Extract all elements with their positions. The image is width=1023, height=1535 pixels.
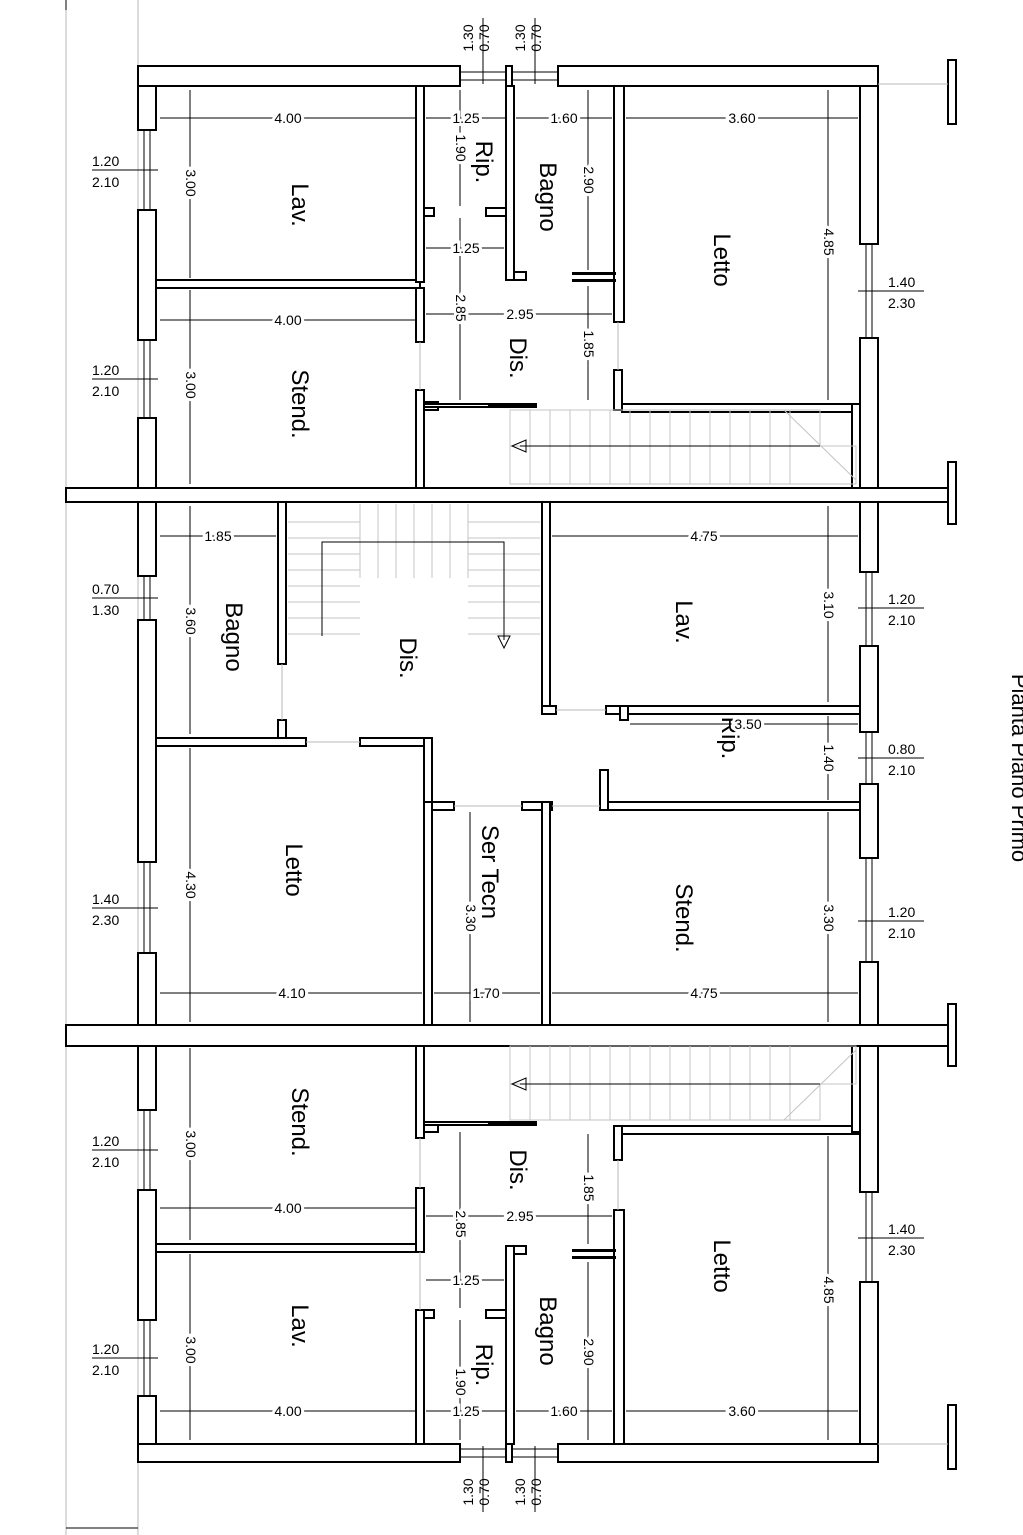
dim-label: 3.50 [734, 716, 761, 732]
opening-label: 1.30 [92, 602, 119, 618]
dim-label: 3.10 [821, 591, 837, 618]
room-label-rip: Rip. [716, 717, 743, 760]
dim-label: 2.85 [453, 294, 469, 321]
dim-label: 4.10 [278, 985, 305, 1001]
dim-label: 3.60 [728, 1403, 755, 1419]
dim-label: 4.30 [183, 871, 199, 898]
dim-label: 4.00 [274, 312, 301, 328]
room-label-letto: Letto [280, 843, 307, 896]
opening-label: 2.10 [888, 612, 915, 628]
stairs [288, 409, 857, 1121]
dim-label: 1.70 [472, 985, 499, 1001]
opening-label: 1.20 [92, 1341, 119, 1357]
room-label-letto: Letto [708, 1239, 735, 1292]
dim-label: 1.25 [452, 110, 479, 126]
door-openings [281, 322, 619, 1310]
opening-label: 2.10 [888, 762, 915, 778]
dim-label: 4.00 [274, 1403, 301, 1419]
dim-label: 4.75 [690, 528, 717, 544]
dim-label: 4.75 [690, 985, 717, 1001]
opening-label: 0.70 [92, 581, 119, 597]
opening-label: 0.70 [476, 24, 492, 51]
dim-label: 1.90 [453, 1368, 469, 1395]
opening-label: 1.30 [512, 24, 528, 51]
opening-label: 1.30 [460, 1478, 476, 1505]
room-label-bagno: Bagno [220, 602, 247, 671]
room-label-dis: Dis. [394, 637, 421, 678]
dim-label: 3.00 [183, 1130, 199, 1157]
dim-label: 3.60 [183, 607, 199, 634]
opening-label: 0.70 [528, 1478, 544, 1505]
dimension-lines [92, 18, 924, 1512]
dim-label: 3.30 [821, 904, 837, 931]
room-label-lav: Lav. [286, 183, 313, 227]
dim-label: 4.85 [821, 1276, 837, 1303]
opening-label: 2.30 [888, 1242, 915, 1258]
opening-label: 1.20 [888, 591, 915, 607]
room-label-rip: Rip. [470, 141, 497, 184]
opening-label: 1.30 [460, 24, 476, 51]
dim-label: 2.95 [506, 306, 533, 322]
room-label-bagno: Bagno [534, 162, 561, 231]
dim-label: 1.60 [550, 1403, 577, 1419]
dim-label: 2.85 [453, 1210, 469, 1237]
opening-label: 0.70 [476, 1478, 492, 1505]
room-label-bagno: Bagno [534, 1296, 561, 1365]
room-label-lav: Lav. [670, 600, 697, 644]
dim-label: 2.90 [581, 1338, 597, 1365]
dim-label: 1.85 [581, 330, 597, 357]
opening-label: 1.20 [92, 153, 119, 169]
opening-label: 2.10 [888, 925, 915, 941]
opening-label: 1.40 [888, 274, 915, 290]
opening-label: 2.30 [92, 912, 119, 928]
dim-label: 4.00 [274, 110, 301, 126]
opening-label: 2.30 [888, 295, 915, 311]
opening-label: 1.20 [888, 904, 915, 920]
dim-label: 3.00 [183, 169, 199, 196]
room-label-stend: Stend. [286, 1087, 313, 1156]
opening-label: 1.20 [92, 362, 119, 378]
dimension-labels: 4.00 1.25 1.60 3.60 1.25 4.00 2.95 1.85 … [180, 107, 840, 1422]
dim-label: 3.00 [183, 371, 199, 398]
sheet-frame [65, 0, 139, 1535]
room-label-stend: Stend. [286, 369, 313, 438]
dim-label: 1.90 [453, 134, 469, 161]
opening-label: 1.40 [92, 891, 119, 907]
room-label-dis: Dis. [504, 337, 531, 378]
door-symbols [488, 272, 616, 1259]
dim-label: 4.85 [821, 228, 837, 255]
dim-label: 2.90 [581, 166, 597, 193]
dim-label: 1.85 [581, 1174, 597, 1201]
dim-label: 1.60 [550, 110, 577, 126]
dim-label: 1.25 [452, 240, 479, 256]
dim-label: 3.00 [183, 1336, 199, 1363]
opening-label: 2.10 [92, 383, 119, 399]
dim-label: 1.85 [204, 528, 231, 544]
opening-labels: 0.70 1.30 0.70 1.30 0.70 1.30 0.70 1.30 … [92, 24, 915, 1505]
dim-label: 2.95 [506, 1208, 533, 1224]
sheet-title: Pianta Piano Primo [1007, 674, 1023, 862]
dim-label: 1.40 [821, 744, 837, 771]
opening-label: 1.20 [92, 1133, 119, 1149]
dim-label: 1.25 [452, 1272, 479, 1288]
room-label-lav: Lav. [286, 1304, 313, 1348]
opening-label: 2.10 [92, 174, 119, 190]
opening-label: 2.10 [92, 1362, 119, 1378]
room-label-dis: Dis. [504, 1149, 531, 1190]
room-label-letto: Letto [708, 233, 735, 286]
dim-label: 3.30 [463, 904, 479, 931]
room-label-rip: Rip. [470, 1344, 497, 1387]
dim-label: 3.60 [728, 110, 755, 126]
dim-label: 4.00 [274, 1200, 301, 1216]
opening-label: 0.80 [888, 741, 915, 757]
opening-label: 1.30 [512, 1478, 528, 1505]
room-label-ser-tecn: Ser Tecn [476, 825, 503, 919]
room-labels: Lav. Stend. Rip. Bagno Letto Dis. Bagno … [220, 141, 743, 1387]
opening-label: 0.70 [528, 24, 544, 51]
room-label-stend: Stend. [670, 883, 697, 952]
dim-label: 1.25 [452, 1403, 479, 1419]
opening-label: 1.40 [888, 1221, 915, 1237]
opening-label: 2.10 [92, 1154, 119, 1170]
